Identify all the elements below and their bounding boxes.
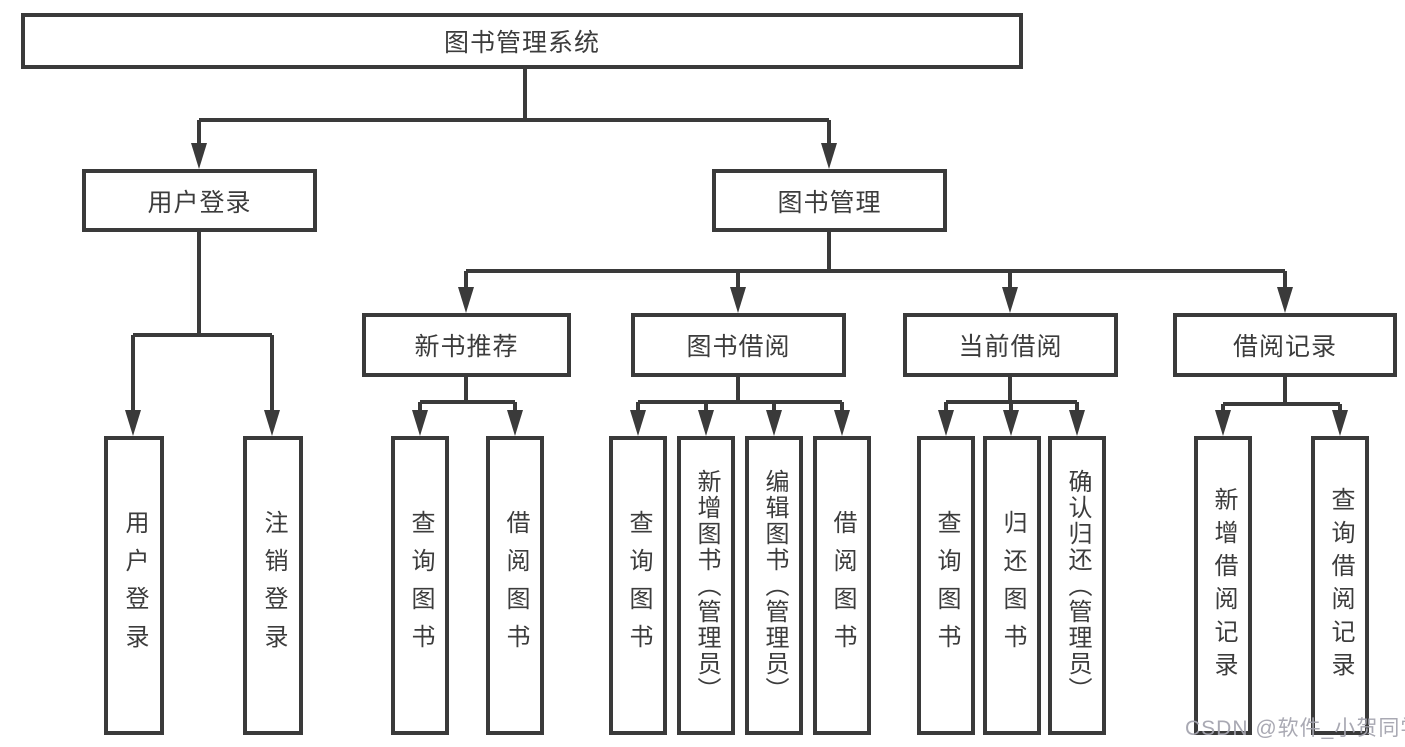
node-leaf-logout: 注销登录 (243, 436, 303, 735)
node-book-management: 图书管理 (712, 169, 947, 232)
node-book-management-label: 图书管理 (777, 188, 882, 217)
node-leaf-borrow-add: 新增图书（管理员） (677, 436, 735, 735)
node-leaf-borrow-query-label: 查询图书 (625, 509, 652, 662)
node-leaf-user-login: 用户登录 (104, 436, 164, 735)
node-leaf-current-confirm-label: 确认归还（管理员） (1064, 468, 1091, 703)
node-leaf-current-return-label: 归还图书 (999, 509, 1026, 662)
node-leaf-current-query-label: 查询图书 (933, 509, 960, 662)
node-user-login: 用户登录 (82, 169, 317, 232)
node-leaf-records-add-label: 新增借阅记录 (1210, 486, 1237, 685)
node-leaf-recommend-query-label: 查询图书 (407, 509, 434, 662)
node-user-login-label: 用户登录 (147, 188, 252, 217)
node-leaf-recommend-borrow: 借阅图书 (486, 436, 544, 735)
node-book-borrowing: 图书借阅 (631, 313, 846, 377)
node-leaf-borrow-query: 查询图书 (609, 436, 667, 735)
node-leaf-borrow-borrow: 借阅图书 (813, 436, 871, 735)
node-leaf-borrow-add-label: 新增图书（管理员） (693, 468, 720, 703)
node-leaf-current-return: 归还图书 (983, 436, 1041, 735)
node-new-book-recommend: 新书推荐 (362, 313, 571, 377)
node-leaf-current-query: 查询图书 (917, 436, 975, 735)
node-borrowing-records-label: 借阅记录 (1232, 333, 1337, 361)
node-leaf-borrow-edit-label: 编辑图书（管理员） (761, 468, 788, 703)
node-current-borrowing: 当前借阅 (903, 313, 1118, 377)
node-leaf-records-query: 查询借阅记录 (1311, 436, 1369, 735)
node-leaf-recommend-query: 查询图书 (391, 436, 449, 735)
node-leaf-current-confirm: 确认归还（管理员） (1048, 436, 1106, 735)
node-leaf-records-query-label: 查询借阅记录 (1327, 486, 1354, 685)
node-leaf-recommend-borrow-label: 借阅图书 (502, 509, 529, 662)
node-borrowing-records: 借阅记录 (1173, 313, 1397, 377)
node-leaf-records-add: 新增借阅记录 (1194, 436, 1252, 735)
node-root: 图书管理系统 (21, 13, 1023, 69)
node-leaf-logout-label: 注销登录 (260, 509, 287, 662)
node-new-book-recommend-label: 新书推荐 (414, 333, 519, 361)
node-leaf-borrow-borrow-label: 借阅图书 (829, 509, 856, 662)
csdn-watermark: CSDN @软件_小贺同学 (1185, 717, 1405, 740)
node-leaf-user-login-label: 用户登录 (121, 509, 148, 662)
node-book-borrowing-label: 图书借阅 (686, 333, 791, 361)
node-current-borrowing-label: 当前借阅 (958, 333, 1063, 361)
node-root-label: 图书管理系统 (443, 29, 600, 57)
node-leaf-borrow-edit: 编辑图书（管理员） (745, 436, 803, 735)
